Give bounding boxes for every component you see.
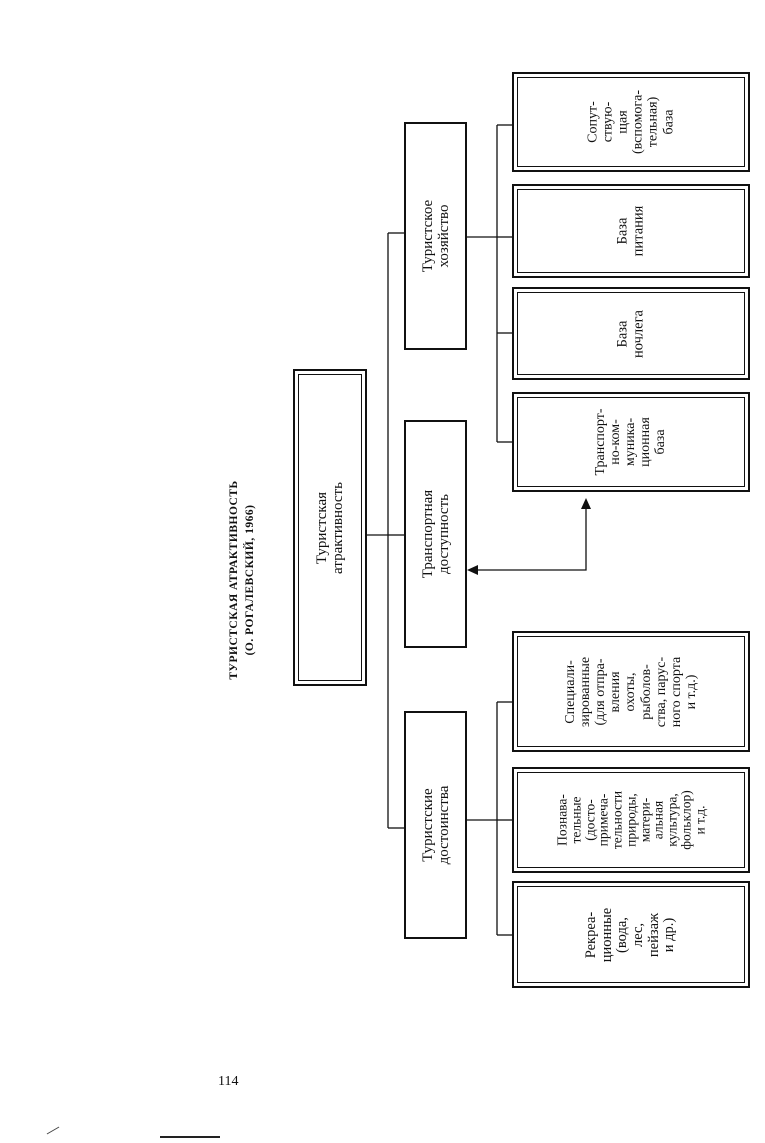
scan-artifact-line	[160, 1136, 220, 1138]
leaf-label-baza-nochlega: База ночлега	[614, 309, 646, 358]
leaf-node-baza-nochlega: База ночлега	[512, 287, 750, 380]
leaf-node-spetsializirovannye: Специали- зированные (для отпра- вления …	[512, 631, 750, 752]
page-number: 114	[218, 1074, 239, 1089]
leaf-label-poznavatelnye: Познава- тельные (досто- примеча- тельно…	[554, 790, 707, 850]
diagram-title: ТУРИСТСКАЯ АТРАКТИВНОСТЬ	[228, 480, 240, 680]
leaf-node-soputstvuyushchaya-baza: Сопут- ствую- щая (вспомога- тельная) ба…	[512, 72, 750, 172]
branch-node-turistskie-dostoinstva: Туристские достоинства	[404, 711, 467, 939]
leaf-node-rekreatsionnye: Рекреа- ционные (вода, лес, пейзаж и др.…	[512, 881, 750, 988]
leaf-node-transportno-kommunikatsionnaya-baza: Транспорт- но-ком- муника- ционная база	[512, 392, 750, 492]
diagram-title-block: ТУРИСТСКАЯ АТРАКТИВНОСТЬ (О. РОГАЛЕВСКИЙ…	[222, 440, 262, 720]
leaf-label-spetsializirovannye: Специали- зированные (для отпра- вления …	[563, 656, 699, 727]
leaf-label-rekreatsionnye: Рекреа- ционные (вода, лес, пейзаж и др.…	[583, 907, 678, 962]
branch-node-transportnaya-dostupnost: Транспортная доступность	[404, 420, 467, 648]
branch-node-turistskoe-khozyaistvo: Туристское хозяйство	[404, 122, 467, 350]
diagram-subtitle: (О. РОГАЛЕВСКИЙ, 1966)	[244, 504, 256, 656]
root-node-turistskaya-atraktivnost: Туристская атрактивность	[293, 369, 367, 686]
leaf-label-baza-pitaniya: База питания	[614, 205, 646, 257]
leaf-node-baza-pitaniya: База питания	[512, 184, 750, 278]
root-node-label: Туристская атрактивность	[313, 481, 346, 574]
leaf-label-soputstvuyushchaya-baza: Сопут- ствую- щая (вспомога- тельная) ба…	[585, 89, 677, 155]
branch-label-dostoinstva: Туристские достоинства	[419, 785, 452, 865]
branch-label-khozyaistvo: Туристское хозяйство	[419, 199, 452, 273]
branch-label-dostupnost: Транспортная доступность	[419, 489, 452, 579]
leaf-label-transportnaya-baza: Транспорт- но-ком- муника- ционная база	[593, 408, 669, 476]
leaf-node-poznavatelnye: Познава- тельные (досто- примеча- тельно…	[512, 767, 750, 873]
